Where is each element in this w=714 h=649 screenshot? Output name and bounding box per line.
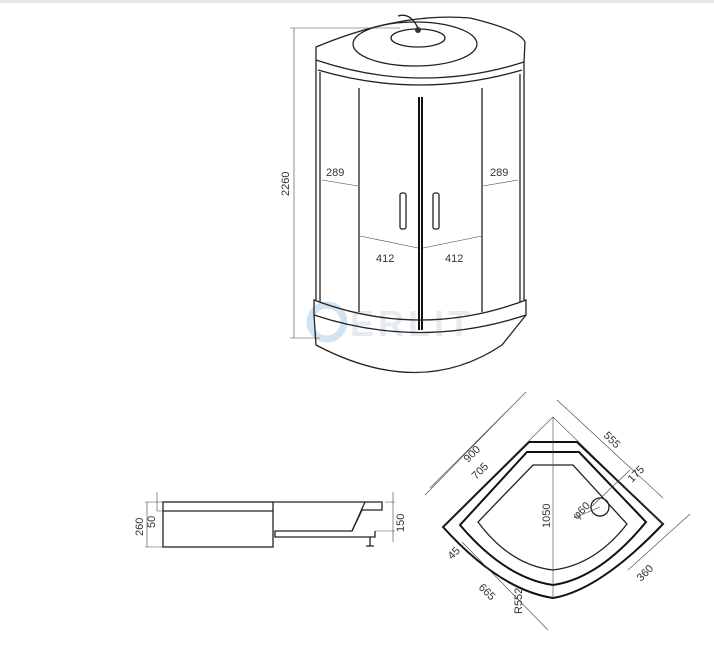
dim-360: 360	[635, 563, 656, 584]
dim-555: 555	[601, 430, 622, 451]
dim-height-2260: 2260	[280, 172, 292, 196]
svg-text:ERLIT: ERLIT	[350, 303, 474, 344]
dim-side-50: 50	[146, 516, 158, 528]
side-view-tray	[145, 492, 395, 548]
top-view-tray	[424, 391, 691, 631]
erlit-watermark-logo: ERLIT	[306, 301, 474, 344]
dim-side-150: 150	[395, 514, 407, 532]
dim-side-left: 289	[326, 167, 344, 179]
dim-175: 175	[626, 464, 647, 485]
dim-705: 705	[470, 461, 491, 482]
dim-door-left: 412	[376, 253, 394, 265]
dim-drain-60: φ60	[571, 500, 593, 522]
dim-45: 45	[446, 545, 463, 562]
front-view-cabin	[313, 14, 527, 374]
dim-665: 665	[476, 582, 497, 603]
dim-door-right: 412	[445, 253, 463, 265]
top-border	[0, 0, 714, 3]
front-view-dimensions	[290, 27, 519, 339]
dim-1050: 1050	[541, 504, 553, 528]
dim-r552: R552	[513, 588, 525, 614]
dim-900: 900	[462, 444, 483, 465]
dim-side-right: 289	[490, 167, 508, 179]
dim-side-260: 260	[134, 518, 146, 536]
